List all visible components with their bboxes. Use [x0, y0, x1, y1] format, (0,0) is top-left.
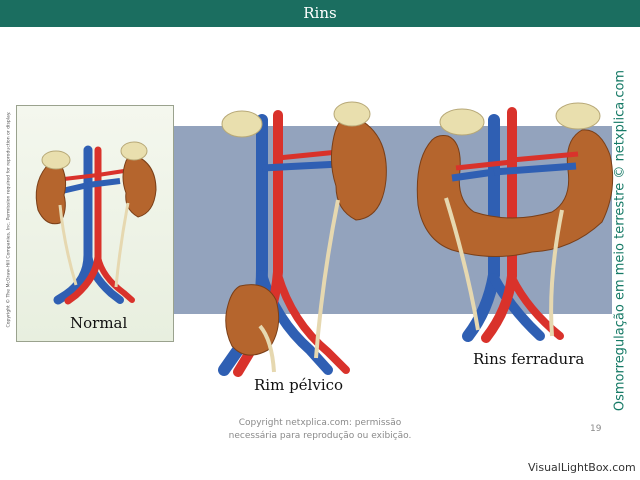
pelvic-kidney-label: Rim pélvico	[254, 376, 344, 394]
copyright-vertical-text: Copyright © The McGraw-Hill Companies, I…	[6, 111, 12, 328]
slide-title-bar: Rins	[0, 0, 640, 27]
slide-title: Rins	[303, 4, 337, 22]
pelvic-kidney-illustration	[218, 101, 387, 377]
horseshoe-kidney-label: Rins ferradura	[473, 350, 585, 368]
footer-line-2: necessária para reprodução ou exibição.	[228, 431, 412, 441]
horseshoe-kidney-illustration	[416, 102, 614, 343]
footer-line-1: Copyright netxplica.com: permissão	[238, 418, 402, 428]
normal-kidneys-illustration	[35, 141, 157, 305]
footer-copyright: Copyright netxplica.com: permissão neces…	[200, 417, 440, 443]
page-number: 19	[590, 424, 602, 434]
watermark-text: VisualLightBox.com	[528, 461, 636, 474]
source-vertical-text: Osmorregulação em meio terrestre © netxp…	[612, 69, 628, 412]
normal-label: Normal	[70, 314, 128, 332]
